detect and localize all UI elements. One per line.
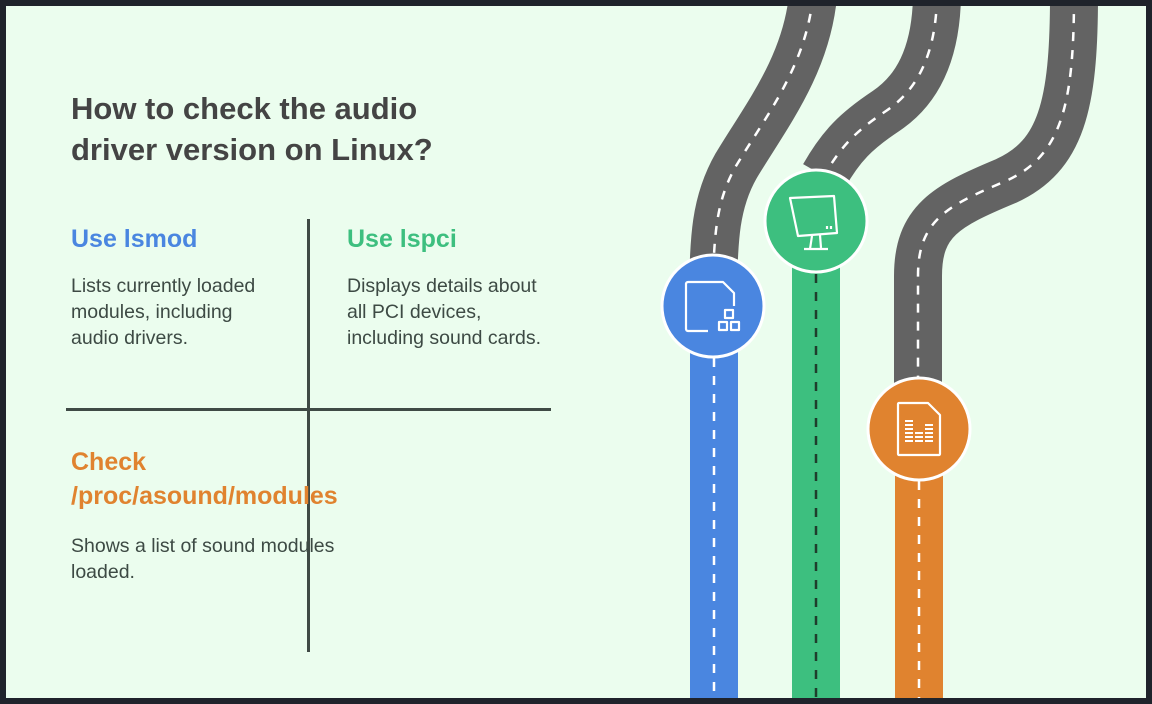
method-heading: Check /proc/asound/modules — [71, 448, 338, 510]
method-heading: Use lspci — [347, 225, 457, 253]
page-title: How to check the audio driver version on… — [71, 91, 433, 167]
method-description: Shows a list of sound modules loaded. — [71, 535, 335, 583]
node-proc-asound — [866, 376, 972, 482]
road-lsmod — [686, 6, 839, 698]
road-lspci — [792, 6, 964, 698]
method-card-lsmod: Use lsmod Lists currently loaded modules… — [71, 222, 281, 351]
method-card-lspci: Use lspci Displays details about all PCI… — [347, 222, 557, 351]
method-heading: Use lsmod — [71, 225, 198, 253]
method-description: Lists currently loaded modules, includin… — [71, 275, 256, 349]
method-card-proc-asound: Check /proc/asound/modules Shows a list … — [71, 445, 391, 585]
grid-divider-vertical — [307, 219, 310, 652]
file-with-blocks-icon — [684, 280, 741, 333]
node-lspci — [763, 168, 869, 274]
monitor-icon — [788, 194, 839, 251]
audio-file-equalizer-icon — [896, 401, 942, 457]
infographic-canvas: How to check the audio driver version on… — [6, 6, 1146, 698]
roads-illustration — [660, 6, 1101, 698]
method-description: Displays details about all PCI devices, … — [347, 275, 542, 349]
node-lsmod — [660, 253, 766, 359]
grid-divider-horizontal — [66, 408, 551, 411]
